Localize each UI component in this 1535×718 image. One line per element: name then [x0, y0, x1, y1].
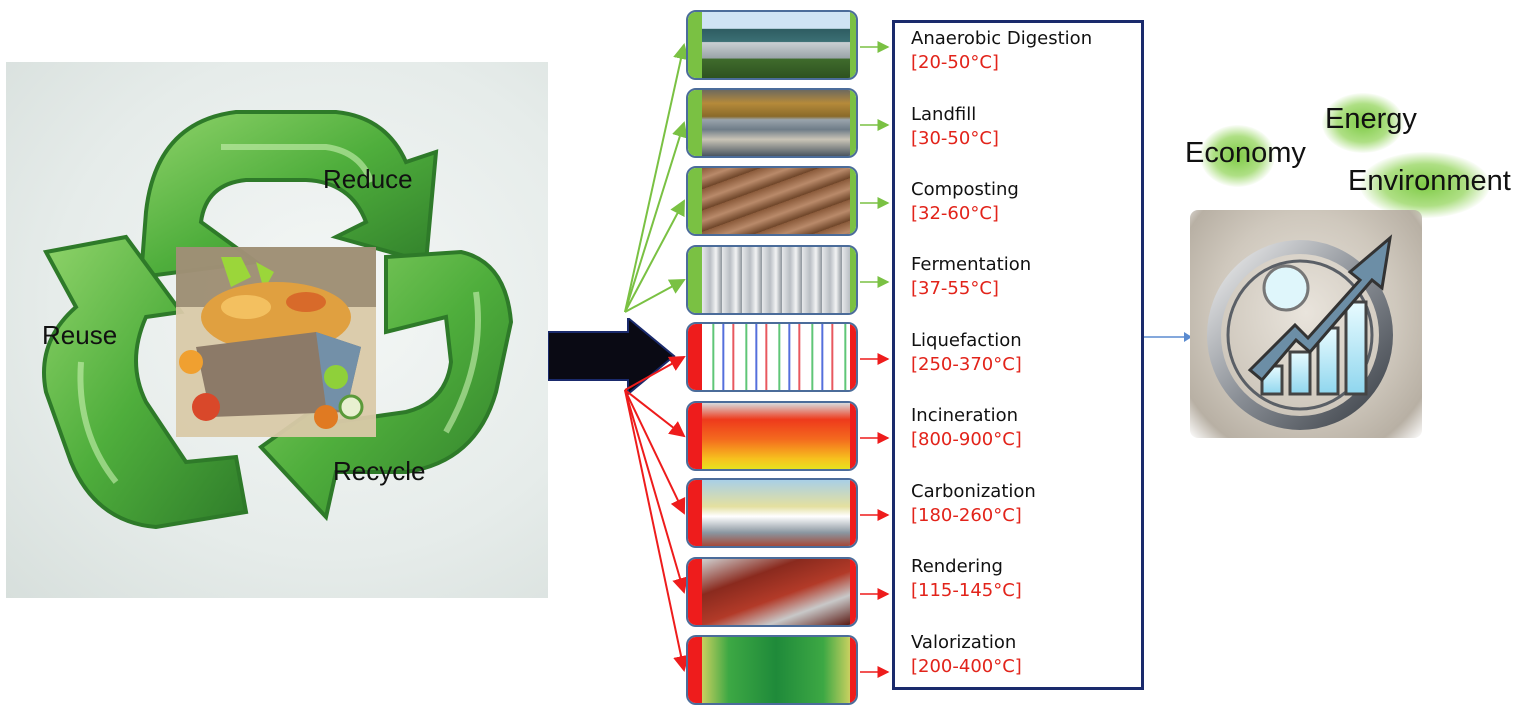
category-bar [850, 90, 856, 156]
rendering-plant-image [702, 559, 850, 625]
process-name: Anaerobic Digestion [911, 28, 1093, 49]
process-temp: [20-50°C] [911, 52, 999, 73]
valorization-reactor-image [702, 637, 850, 703]
thumbnail-liquefaction-schematic [686, 322, 858, 392]
connector-line-biological [624, 199, 685, 313]
connector-line-thermal [624, 356, 686, 391]
growth-chart-icon-panel [1190, 210, 1422, 438]
biogas-dome-image [702, 12, 850, 78]
process-name: Rendering [911, 556, 1003, 577]
environment-label: Environment [1348, 165, 1511, 197]
process-temp: [115-145°C] [911, 580, 1022, 601]
process-temp: [32-60°C] [911, 203, 999, 224]
reuse-arrow-shape [42, 234, 249, 530]
category-bar [688, 90, 702, 156]
recycle-panel: Reduce Reuse Recycle [6, 62, 548, 598]
output-arrow-icon [1144, 332, 1192, 342]
reduce-label: Reduce [323, 164, 413, 194]
process-item-composting: Composting [32-60°C] [911, 178, 1019, 226]
thumbnail-rendering-plant [686, 557, 858, 627]
compost-turner-image [702, 168, 850, 234]
liquefaction-schematic-image [702, 324, 850, 390]
process-item-landfill: Landfill [30-50°C] [911, 103, 999, 151]
process-list-box: Anaerobic Digestion [20-50°C] Landfill [… [892, 20, 1144, 690]
process-name: Liquefaction [911, 330, 1022, 351]
process-item-fermentation: Fermentation [37-55°C] [911, 253, 1031, 301]
category-bar [850, 168, 856, 234]
thumbnail-compost-turner [686, 166, 858, 236]
economy-highlight [1200, 125, 1275, 187]
connector-arrows [624, 41, 890, 678]
process-name: Carbonization [911, 481, 1036, 502]
process-name: Landfill [911, 104, 977, 125]
carbonization-reactors-image [702, 480, 850, 546]
environment-highlight [1360, 152, 1490, 218]
connector-line-thermal [624, 389, 688, 594]
economy-label: Economy [1185, 137, 1306, 169]
process-item-carbonization: Carbonization [180-260°C] [911, 480, 1036, 528]
fermentation-plant-image [702, 247, 850, 313]
process-item-rendering: Rendering [115-145°C] [911, 555, 1022, 603]
process-name: Composting [911, 179, 1019, 200]
category-bar [688, 403, 702, 469]
thumbnail-valorization-reactor [686, 635, 858, 705]
process-temp: [180-260°C] [911, 505, 1022, 526]
process-temp: [37-55°C] [911, 278, 999, 299]
food-waste-bin-image [176, 247, 376, 437]
recycle-arrow-shape [257, 249, 514, 522]
process-item-liquefaction: Liquefaction [250-370°C] [911, 329, 1022, 377]
connector-line-thermal [624, 389, 686, 438]
energy-highlight [1322, 93, 1404, 153]
energy-label: Energy [1325, 103, 1417, 135]
process-name: Incineration [911, 405, 1019, 426]
category-bar [688, 168, 702, 234]
process-name: Fermentation [911, 254, 1032, 275]
category-bar [850, 637, 856, 703]
process-item-valorization: Valorization [200-400°C] [911, 631, 1022, 679]
thumbnail-carbonization-reactors [686, 478, 858, 548]
category-bar [688, 480, 702, 546]
thumbnail-landfill-bulldozer [686, 88, 858, 158]
incinerator-furnace-image [702, 403, 850, 469]
connector-line-biological [624, 279, 686, 313]
process-item-anaerobic-digestion: Anaerobic Digestion [20-50°C] [911, 27, 1092, 75]
process-temp: [200-400°C] [911, 656, 1022, 677]
category-bar [850, 480, 856, 546]
category-bar [850, 324, 856, 390]
process-name: Valorization [911, 632, 1017, 653]
category-bar [850, 559, 856, 625]
category-bar [850, 403, 856, 469]
category-bar [688, 324, 702, 390]
connector-line-biological [624, 121, 688, 313]
category-bar [688, 247, 702, 313]
landfill-bulldozer-image [702, 90, 850, 156]
reuse-label: Reuse [42, 320, 118, 350]
process-temp: [800-900°C] [911, 429, 1022, 450]
category-bar [688, 559, 702, 625]
thumbnail-fermentation-plant [686, 245, 858, 315]
category-bar [688, 12, 702, 78]
recycle-symbol-icon [42, 110, 514, 530]
growth-chart-icon [1207, 234, 1393, 430]
reduce-arrow-shape [138, 110, 439, 280]
category-bar [850, 247, 856, 313]
connector-line-biological [624, 43, 689, 313]
process-temp: [30-50°C] [911, 128, 999, 149]
recycle-label: Recycle [333, 456, 426, 486]
category-bar [850, 12, 856, 78]
connector-line-thermal [624, 389, 686, 515]
thumbnail-biogas-dome [686, 10, 858, 80]
connector-line-thermal [624, 389, 689, 672]
thumbnail-incinerator-furnace [686, 401, 858, 471]
process-temp: [250-370°C] [911, 354, 1022, 375]
category-bar [688, 637, 702, 703]
process-item-incineration: Incineration [800-900°C] [911, 404, 1022, 452]
